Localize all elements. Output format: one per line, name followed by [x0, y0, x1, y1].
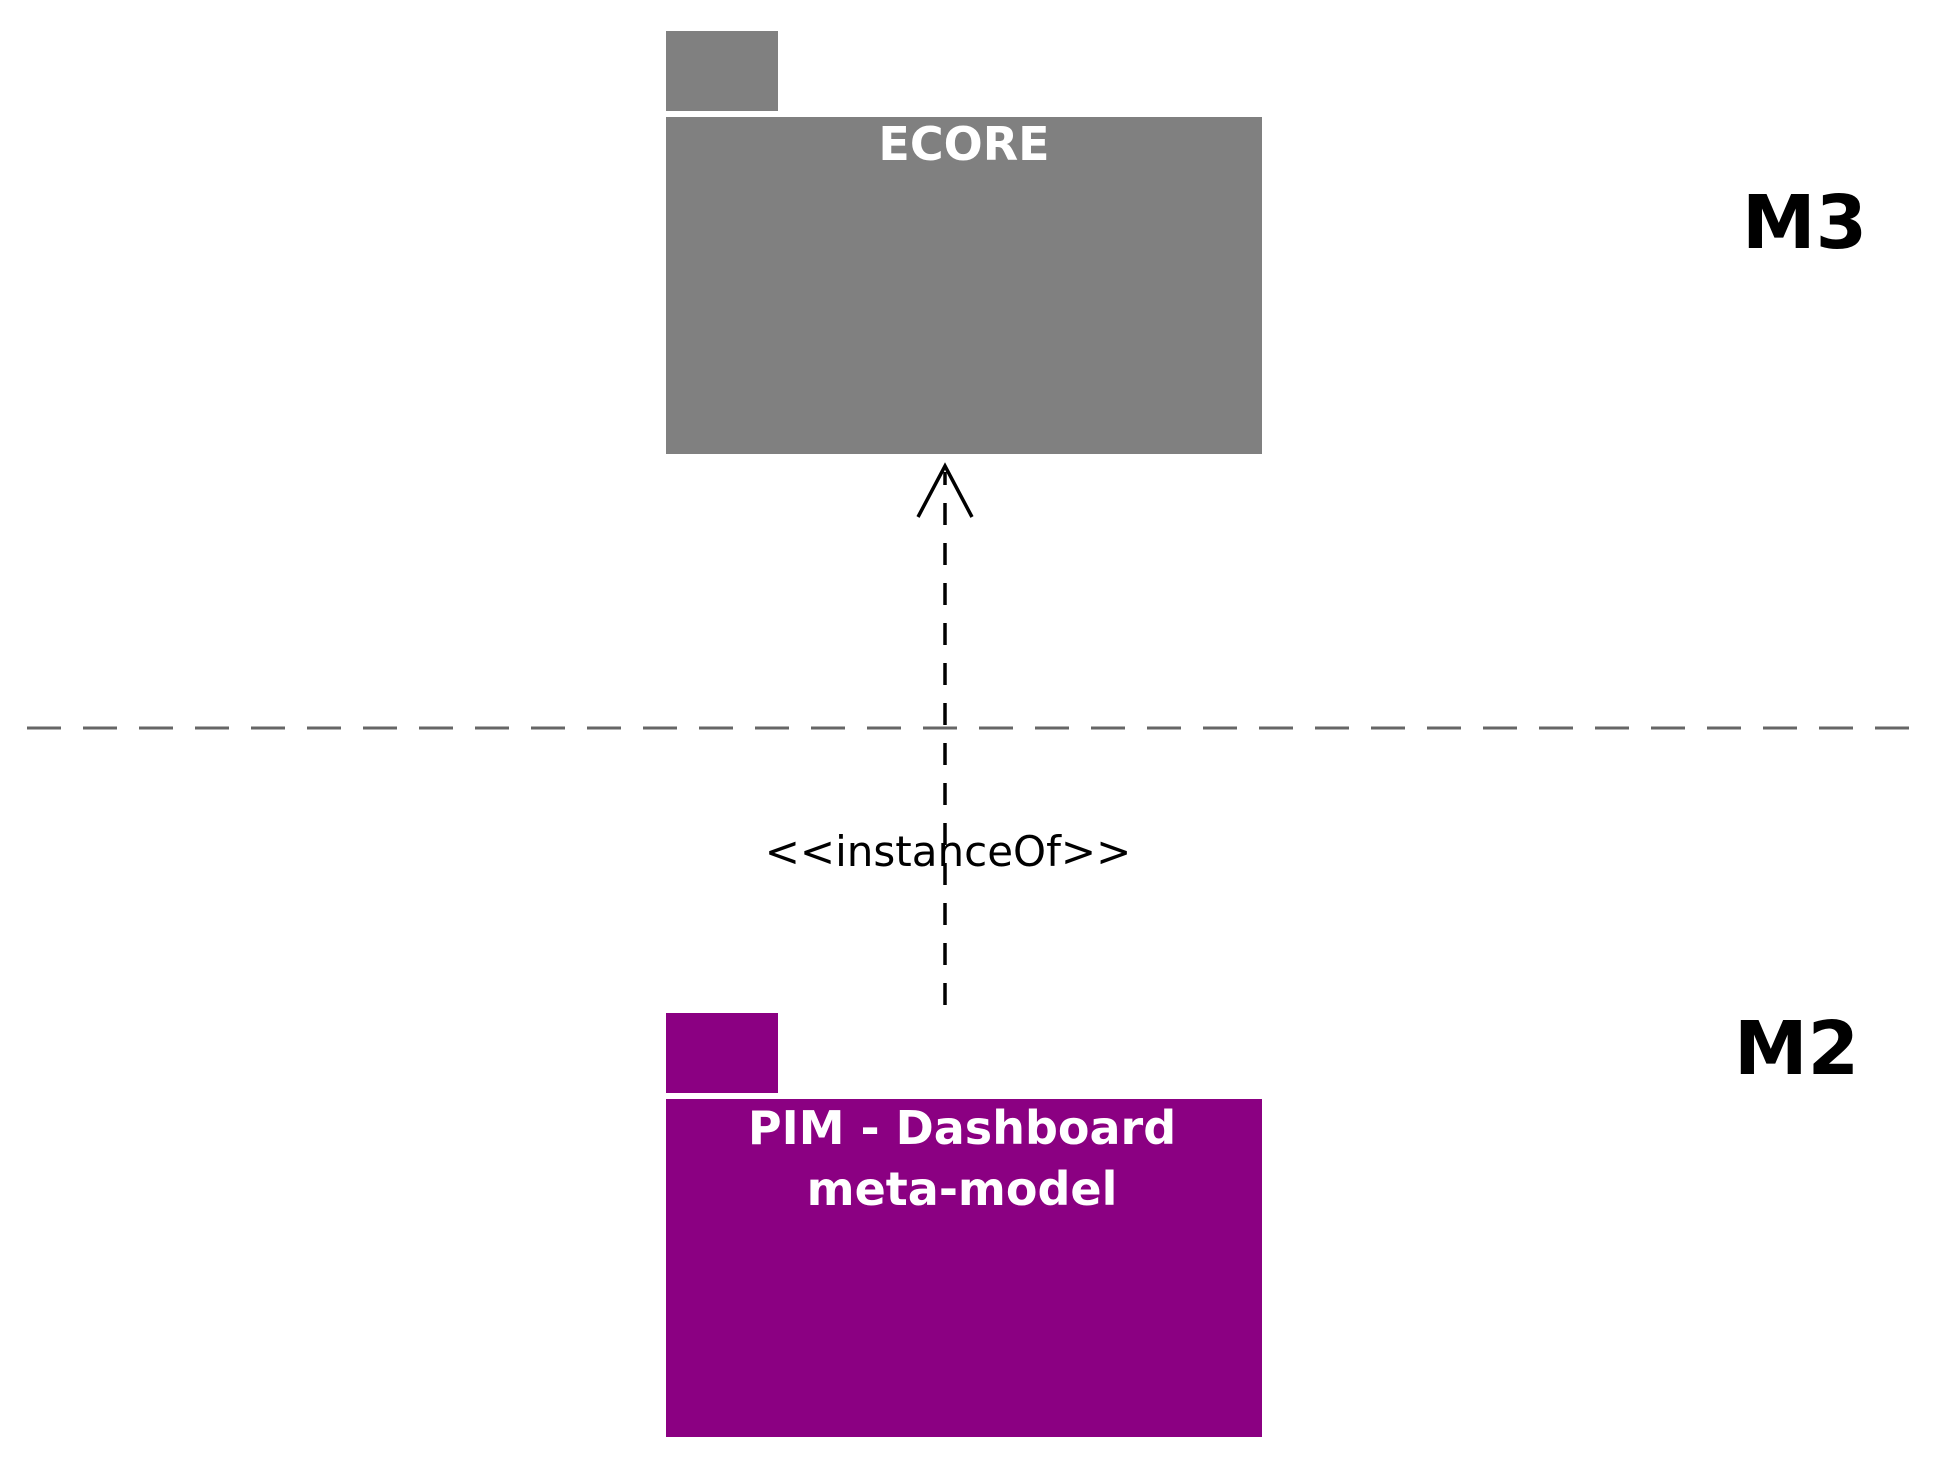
ecore-package-body — [666, 117, 1262, 454]
ecore-package: ECORE — [666, 31, 1262, 454]
ecore-package-tab — [666, 31, 778, 111]
pim-package-title-line2: meta-model — [807, 1162, 1118, 1216]
ecore-package-title: ECORE — [878, 117, 1049, 171]
dependency-arrowhead — [916, 462, 974, 518]
pim-dashboard-package: PIM - Dashboard meta-model — [666, 1013, 1262, 1437]
pim-package-tab — [666, 1013, 778, 1093]
dependency-label: <<instanceOf>> — [765, 827, 1132, 876]
pim-package-body — [666, 1099, 1262, 1437]
level-label-m2: M2 — [1734, 1006, 1859, 1092]
instanceof-dependency: <<instanceOf>> — [765, 462, 1132, 1005]
level-label-m3: M3 — [1742, 180, 1867, 266]
pim-package-title-line1: PIM - Dashboard — [748, 1101, 1176, 1155]
